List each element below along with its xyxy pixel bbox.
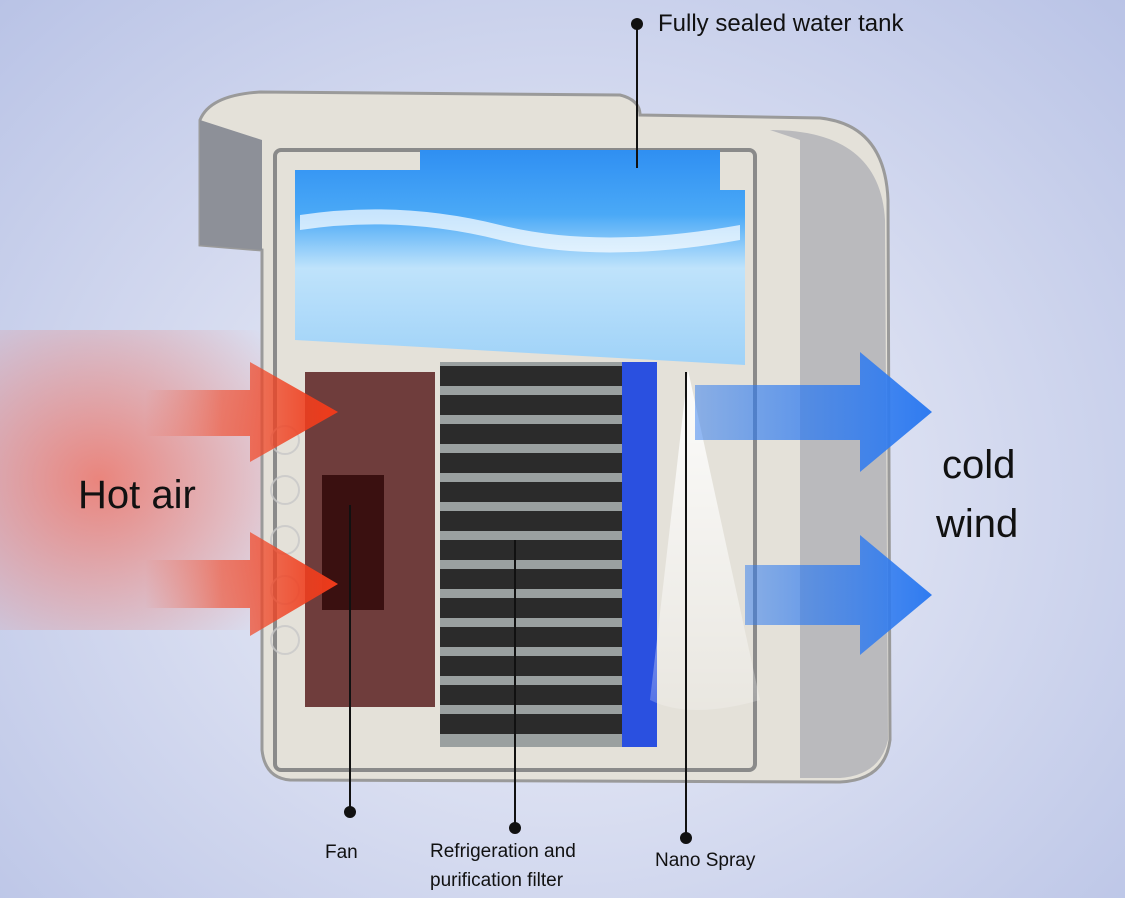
fan-label: Fan <box>325 842 358 863</box>
cold-wind-arrow <box>745 535 932 655</box>
water-tank <box>295 150 745 365</box>
filter-label-line1: Refrigeration and <box>430 841 576 862</box>
water-tank-label: Fully sealed water tank <box>658 10 904 37</box>
filter-layer <box>440 482 622 502</box>
hot-air-arrow <box>145 362 338 462</box>
hot-air-arrow <box>145 532 338 636</box>
cold-wind-label-line2: wind <box>935 502 1018 546</box>
refrigeration-filter <box>440 362 657 747</box>
hot-air-label: Hot air <box>78 473 196 517</box>
nano-spray-mist <box>650 370 760 710</box>
filter-layer <box>440 627 622 647</box>
filter-layer <box>440 511 622 531</box>
filter-layer <box>440 395 622 415</box>
filter-layer <box>440 453 622 473</box>
leader-dots <box>344 18 692 844</box>
filter-layer <box>440 656 622 676</box>
leader-lines <box>349 24 687 838</box>
filter-layer <box>440 714 622 734</box>
filter-layer <box>440 598 622 618</box>
cold-wind-label-line1: cold <box>942 443 1015 487</box>
filter-label-line2: purification filter <box>430 870 564 891</box>
filter-layer <box>440 424 622 444</box>
filter-layer <box>440 540 622 560</box>
filter-layer <box>440 569 622 589</box>
filter-layer <box>440 685 622 705</box>
filter-layer <box>440 366 622 386</box>
fan <box>270 372 435 707</box>
cold-wind-arrow <box>695 352 932 472</box>
water-wave <box>300 209 740 253</box>
nano-spray-label: Nano Spray <box>655 850 756 871</box>
